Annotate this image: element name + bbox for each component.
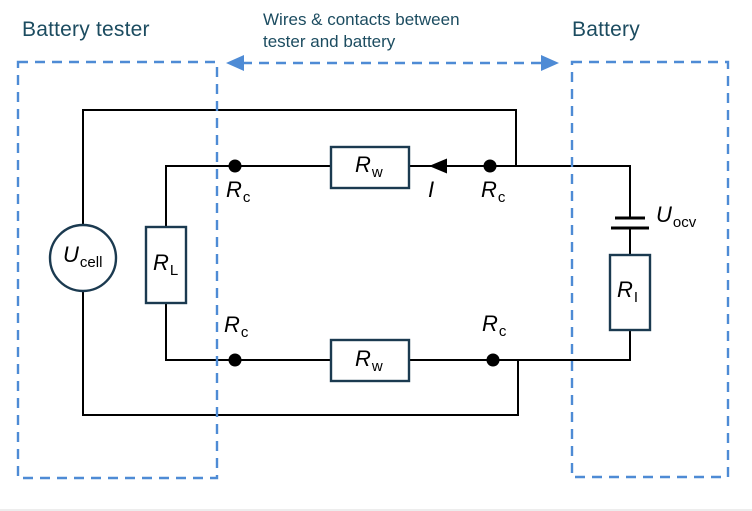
current-label: I xyxy=(428,177,435,202)
u-cell-source-circle xyxy=(48,223,118,293)
r-w-top-resistor-box xyxy=(329,145,411,190)
annotation-line-2: tester and battery xyxy=(263,32,396,51)
contact-dot-top-left xyxy=(228,159,242,173)
u-cell-label: Ucell xyxy=(63,242,103,271)
r-w-bottom-resistor-box xyxy=(329,338,411,383)
outer-bottom-wire xyxy=(82,291,519,416)
battery-title: Battery xyxy=(572,18,640,41)
contact-dot-top-right xyxy=(483,159,497,173)
battery-tester-dashed-box xyxy=(16,60,219,480)
annotation-line-1: Wires & contacts between xyxy=(263,10,460,29)
r-l-label: RL xyxy=(153,250,179,279)
r-c-top-left-label: Rc xyxy=(226,177,251,206)
r-i-label: RI xyxy=(617,277,639,306)
battery-dashed-box xyxy=(570,60,730,479)
outer-top-wire xyxy=(82,109,517,225)
span-arrow-left-head-icon xyxy=(226,55,244,71)
r-c-top-right-label: Rc xyxy=(481,177,506,206)
r-w-bottom-label: Rw xyxy=(355,346,383,375)
wires-contacts-annotation: Wires & contacts between tester and batt… xyxy=(263,9,460,53)
r-w-top-label: Rw xyxy=(355,152,383,181)
contact-dot-bottom-left xyxy=(228,353,242,367)
r-l-resistor-box xyxy=(144,225,188,305)
r-c-bottom-right-label: Rc xyxy=(482,311,507,340)
battery-tester-title: Battery tester xyxy=(22,18,150,41)
r-i-resistor-box xyxy=(608,253,652,332)
u-ocv-label: Uocv xyxy=(656,202,697,231)
span-arrow-right-head-icon xyxy=(541,55,559,71)
r-c-bottom-left-label: Rc xyxy=(224,312,249,341)
contact-dot-bottom-right xyxy=(486,353,500,367)
bottom-hairline xyxy=(0,509,752,511)
current-arrowhead-icon xyxy=(429,158,447,174)
